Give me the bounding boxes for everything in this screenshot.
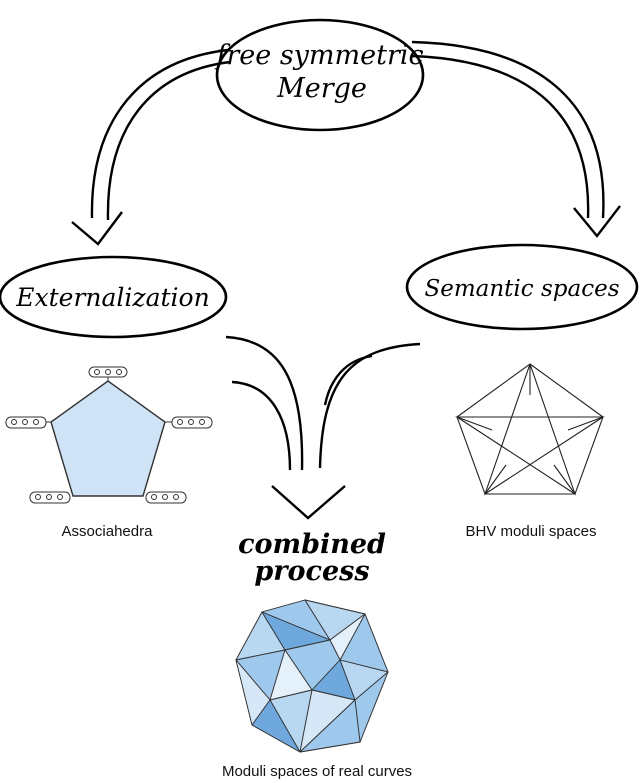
arrow-merge-to-externalization — [71, 48, 231, 246]
tree-label-top — [88, 366, 128, 381]
merge-node: free symmetric Merge — [214, 18, 425, 132]
tree-label-bottom-right — [145, 491, 187, 504]
moduli-caption: Moduli spaces of real curves — [222, 763, 412, 780]
bhv-caption: BHV moduli spaces — [466, 523, 597, 540]
tree-label-left — [5, 416, 51, 429]
arrow-combine — [225, 335, 421, 520]
associahedra-caption: Associahedra — [62, 523, 154, 540]
combined-label-line2: process — [254, 556, 369, 587]
externalization-node: Externalization — [0, 255, 228, 339]
semantic-label: Semantic spaces — [424, 276, 619, 302]
tree-label-right — [165, 416, 213, 429]
tree-label-bottom-left — [29, 491, 71, 504]
merge-label-line1: free symmetric — [214, 40, 423, 71]
semantic-node: Semantic spaces — [405, 243, 639, 331]
arrow-merge-to-semantic — [411, 40, 621, 238]
externalization-label: Externalization — [15, 283, 209, 312]
bhv-figure — [455, 363, 605, 496]
polyhedron-figure — [235, 599, 389, 753]
merge-label-line2: Merge — [276, 73, 367, 104]
associahedron-figure — [5, 366, 213, 504]
combined-label-line1: combined — [238, 529, 386, 560]
